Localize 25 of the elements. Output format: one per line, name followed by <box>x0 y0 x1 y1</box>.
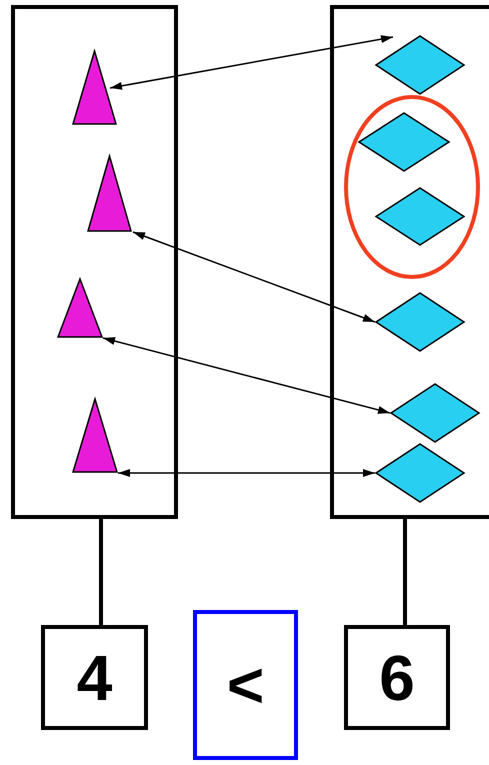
double-arrow <box>102 337 390 414</box>
diamond <box>358 112 450 172</box>
double-arrow <box>118 469 375 477</box>
number-box <box>41 625 148 730</box>
double-arrow <box>132 231 376 323</box>
container-box <box>11 5 178 519</box>
diamond <box>390 383 480 443</box>
box-label: 6 <box>379 646 415 710</box>
number-box <box>344 625 450 730</box>
container-box <box>330 5 489 519</box>
diamond <box>375 443 465 503</box>
box-label: 4 <box>76 646 112 710</box>
diamond <box>375 292 465 352</box>
connector-line <box>99 519 103 625</box>
triangle <box>72 50 117 125</box>
triangle <box>72 398 118 473</box>
diamond <box>375 187 465 246</box>
connector-line <box>403 519 407 625</box>
diamond <box>375 35 465 95</box>
triangle <box>87 155 132 232</box>
triangle <box>57 278 103 338</box>
symbol-box <box>193 610 298 760</box>
box-label: < <box>226 653 264 717</box>
double-arrow <box>110 35 394 90</box>
ellipse <box>344 95 480 279</box>
